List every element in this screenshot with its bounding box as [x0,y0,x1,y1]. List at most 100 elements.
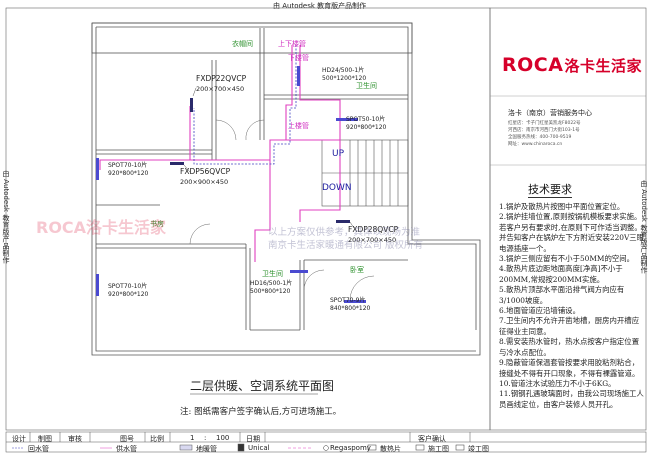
label-bedroom2: 卧室 [350,265,364,274]
company-addr-4: 网址：www.chinaroca.cn [508,142,563,147]
label-down-pipe: 下楼管 [288,53,309,62]
tb-review: 审核 [68,435,82,443]
return-pipe-main [193,45,297,165]
legend-unical: Unical [248,444,270,452]
tb-scale-label: 比例 [150,435,164,443]
ac-unit-fxdp28 [336,220,350,223]
requirement-item: 10.管道注水试验压力不小于6KG。 [499,378,616,388]
legend-return-water: 回水管 [28,445,49,453]
legend-supply-water: 供水管 [116,445,137,453]
plan-note: 注: 图纸需客户签字确认后,方可进场施工。 [180,406,341,417]
company-addr-2: 河西店：南京市河西门大街103-1号 [508,128,580,133]
tb-drawing: 图号 [120,435,134,443]
requirement-item: 6.地面管道应沿墙铺设。 [499,306,580,316]
label-spot70-c: SPOT70-9片 [330,296,365,304]
logo-cn: 洛卡生活家 [564,57,642,75]
outer-wall-left-bottom [91,23,481,356]
title-block-grid [5,431,647,453]
label-fxdp22-size: 200×700×450 [196,85,244,93]
label-spot70-b: SPOT70-10片 [108,282,147,290]
copyright-watermark-line1: 以上方案仅供参考，具体以现场为准 [268,227,421,238]
tb-drafter: 制图 [38,435,52,443]
staircase [321,139,409,207]
label-spot70-c-size: 840*800*120 [330,305,371,312]
label-stairs-up-down: 上下楼管 [278,39,306,48]
label-up-pipe: 上楼管 [288,121,309,130]
label-study: 书房 [150,219,164,228]
roca-watermark: ROCA洛卡生活家 [36,218,167,237]
label-bedroom1: 衣帽间 [232,39,253,48]
radiator-spot50 [336,118,358,121]
requirement-item: 1.锅炉及散热片按图中平面位置定位。 [499,202,625,211]
requirement-item: 5.散热片顶部水平面沿排气阀方向应有3/1000坡度。 [499,285,625,305]
label-spot50-size: 920*800*120 [346,124,387,131]
requirement-item: 7.卫生间内不允许开凿地槽，厨房内开槽应征得业主同意。 [499,316,640,336]
doors [189,119,375,301]
radiator-spot70-c [344,300,366,303]
legend-construction: 施工图 [428,445,449,453]
supply-pipe-south [254,160,271,262]
requirements-title: 技术要求 [528,183,572,198]
label-bathroom2: 卫生间 [262,269,283,278]
company-addr-3: 全国服务热线：400-700-9519 [508,135,572,140]
return-pipes [193,45,297,165]
requirements-list: 1.锅炉及散热片按图中平面位置定位。 2.锅炉挂墙位置,原则按锅机模板要求实施。… [499,202,645,410]
label-fxdp56: FXDP56QVCP [180,167,231,176]
company-name: 洛卡（南京）营销服务中心 [508,109,592,117]
supply-pipe-main [189,45,293,161]
radiator-spot70-b [96,274,99,296]
label-spot70-b-size: 920*800*120 [108,291,149,298]
supply-pipe-east [286,139,341,222]
label-hd16: HD16/500-1片 [250,279,292,287]
label-fxdp28: FXDP28QVCP [348,225,399,234]
requirement-item: 9.隐蔽管道保温套管按要求用胶粘剂粘合，接缝处不得有开口现象，不得有裸露管道。 [499,358,640,378]
ac-unit-fxdp56 [170,162,184,165]
walls [91,22,481,356]
label-fxdp56-size: 200×900×450 [180,178,228,186]
legend-completion: 竣工图 [468,445,489,453]
label-bathroom1: 卫生间 [356,81,377,90]
radiator-hd16 [290,270,308,273]
label-down: DOWN [322,183,352,193]
radiator-hd24 [297,66,300,86]
right-panel-frame [489,7,647,431]
logo-latin: ROCA [502,54,564,76]
label-spot50: SPOT50-10片 [346,115,385,123]
radiator-spot70-a [96,158,99,180]
tb-scale-b: 100 [216,434,230,442]
requirement-item: 2.锅炉挂墙位置,原则按锅机模板要求实施。若客户另有要求时,在原则下可作适当调整… [499,212,645,253]
tb-date-label: 日期 [246,435,260,443]
roca-logo: ROCA洛卡生活家 [502,54,642,76]
requirement-item: 4.散热片底边距地面高度[净高]不小于200MM,常规按200MM实施。 [499,264,623,284]
label-spot70-a: SPOT70-10片 [108,161,147,169]
label-fxdp28-size: 200×700×450 [348,236,396,244]
legend-regaspomy: Regaspomy [330,444,371,452]
requirement-item: 3.锅炉三侧应留有不小于50MM的空间。 [499,254,635,264]
label-fxdp22: FXDP22QVCP [196,74,247,83]
tb-client-confirm: 客户确认 [418,435,446,443]
label-hd24-size: 500*1200*120 [322,75,366,82]
copyright-watermark: 以上方案仅供参考，具体以现场为准 南京卡生活家暖通有限公司 版权所有 [268,226,423,252]
legend-radiator: 散热片 [380,445,401,453]
radiators [96,66,366,303]
top-wall-zone [91,22,413,54]
legend-floor-heat: 地暖管 [196,445,217,453]
title-block: 设计 制图 审核 图号 比例 1 : 100 日期 客户确认 回水管 供水管 地… [0,431,650,455]
autodesk-watermark-right: 由 Autodesk 教育版产品制作 [640,180,648,274]
tb-scale-a: 1 [190,434,195,442]
supply-pipe-west [99,159,190,170]
ac-unit-fxdp22 [190,98,193,112]
company-addr-1: 红星店：卡子门红星美凯龙F8022号 [508,121,581,126]
ac-units [170,98,350,223]
autodesk-watermark-top: 由 Autodesk 教育版产品制作 [273,2,367,10]
tb-scale-sep: : [204,434,207,442]
label-spot70-a-size: 920*800*120 [108,170,149,177]
label-hd16-size: 500*800*120 [250,288,291,295]
label-up: UP [332,149,345,159]
plan-title: 二层供暖、空调系统平面图 [190,379,334,393]
copyright-watermark-line2: 南京卡生活家暖通有限公司 版权所有 [268,240,424,251]
requirement-item: 11.钢钢孔遇玻璃面时，由我公司现场施工人员画线定位，由客户装修人员开孔。 [499,389,644,409]
requirement-item: 8.需安装热水管时，热水点按客户指定位置与冷水点配位。 [499,337,640,357]
